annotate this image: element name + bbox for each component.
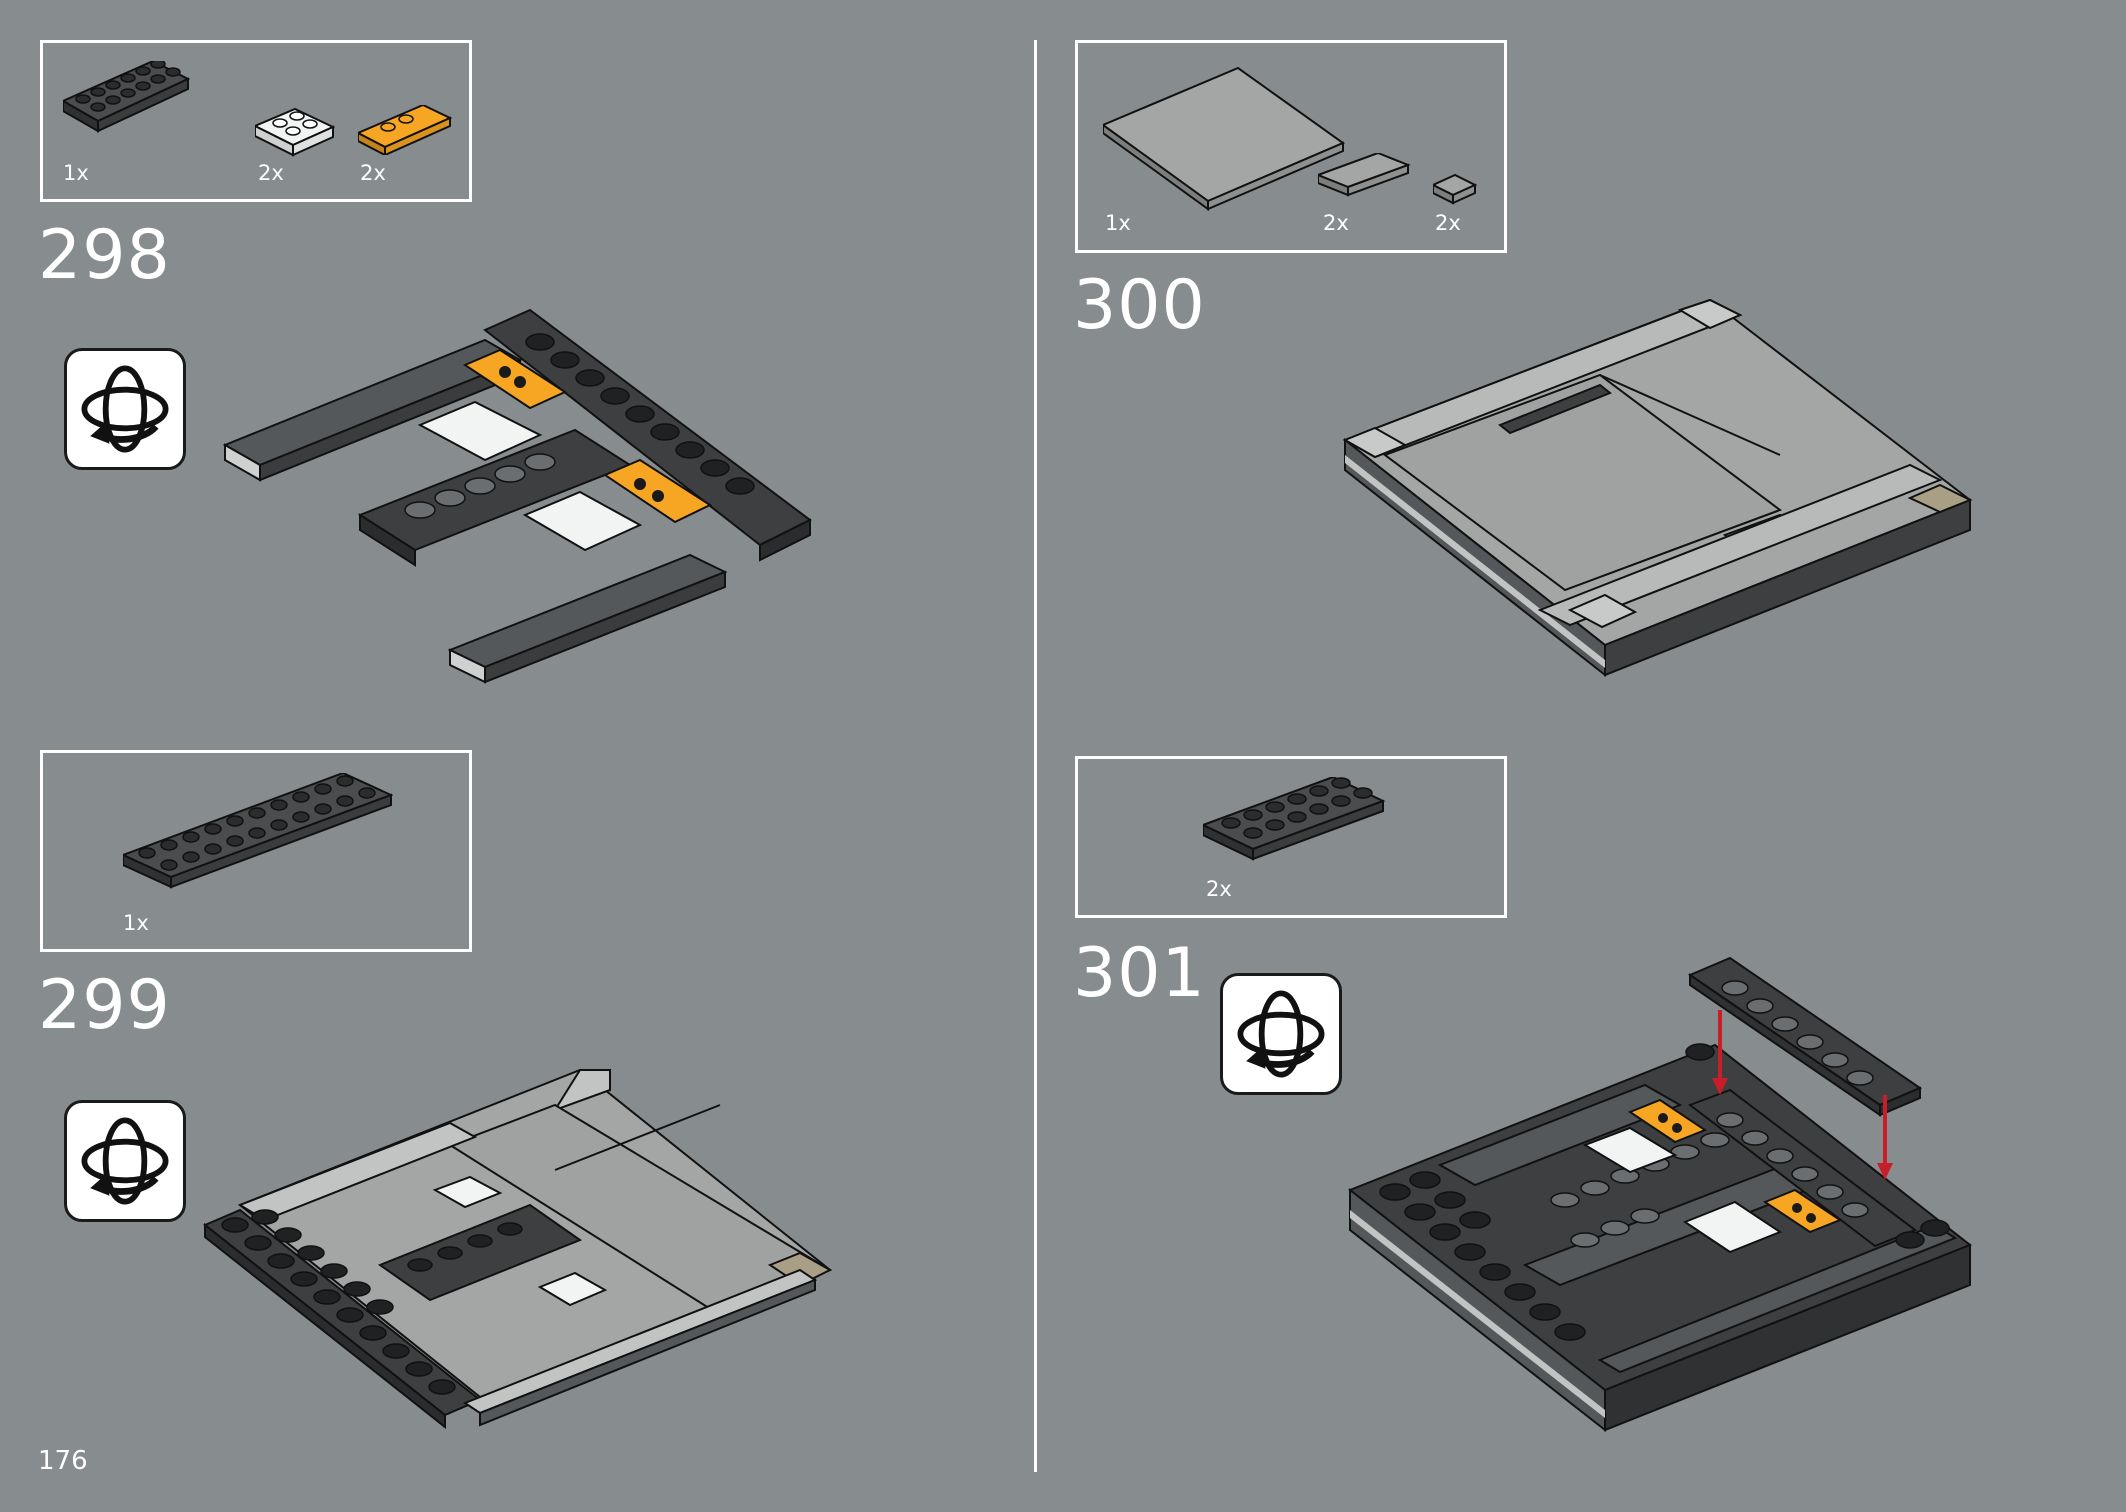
part-qty: 2x — [1435, 211, 1461, 235]
page-divider — [1034, 40, 1037, 1472]
part-qty: 2x — [1206, 877, 1232, 901]
model-step-301 — [1348, 956, 1972, 1433]
part-dark-plate-2x6-icon — [1203, 777, 1386, 861]
step-number: 299 — [38, 966, 171, 1045]
part-qty: 1x — [1105, 211, 1131, 235]
part-dark-plate-2x10-icon — [123, 773, 393, 889]
step-number: 300 — [1073, 266, 1206, 345]
parts-list-300: 1x 2x 2x — [1075, 40, 1507, 253]
part-qty: 1x — [63, 161, 89, 185]
step-number: 301 — [1073, 934, 1206, 1013]
model-step-299 — [203, 1068, 833, 1430]
rotate-model-icon — [64, 1100, 186, 1222]
part-qty: 2x — [1323, 211, 1349, 235]
model-step-298 — [222, 308, 812, 684]
rotate-model-icon — [1220, 973, 1342, 1095]
part-qty: 1x — [123, 911, 149, 935]
part-orange-plate-1x3-icon — [358, 105, 453, 155]
parts-list-301: 2x — [1075, 756, 1507, 918]
step-number: 298 — [38, 216, 171, 295]
rotate-model-icon — [64, 348, 186, 470]
part-gray-tile-1x4-icon — [1318, 153, 1411, 197]
parts-list-299: 1x — [40, 750, 472, 952]
model-step-300 — [1342, 298, 1973, 678]
part-gray-tile-1x1-icon — [1433, 173, 1478, 205]
part-dark-plate-2x6-icon — [63, 61, 191, 133]
page-number: 176 — [38, 1446, 88, 1476]
parts-list-298: 1x 2x 2x — [40, 40, 472, 202]
part-gray-tile-8x8-icon — [1103, 66, 1346, 211]
part-qty: 2x — [360, 161, 386, 185]
part-qty: 2x — [258, 161, 284, 185]
part-white-plate-2x2-icon — [255, 107, 335, 157]
